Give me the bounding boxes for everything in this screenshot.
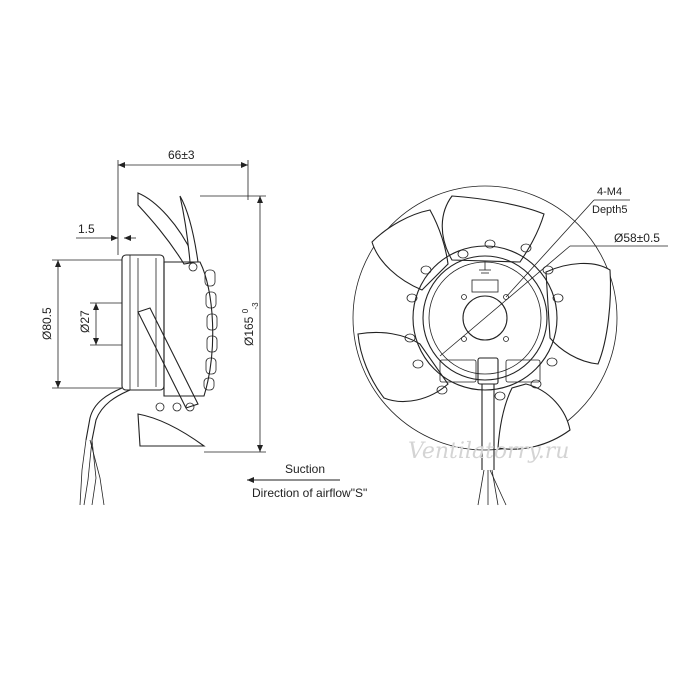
fan-outer-circle (352, 185, 618, 451)
mounting-holes (461, 294, 509, 342)
hub-plate (422, 255, 548, 381)
front-blade-4 (357, 331, 449, 403)
dim-width: 66±3 (168, 148, 195, 162)
rotor (163, 261, 214, 397)
side-cable (91, 389, 131, 441)
rotor-slots (203, 269, 218, 391)
suction-label: Suction (285, 462, 325, 476)
side-blade-bottom (137, 413, 206, 447)
label-plate (471, 279, 499, 293)
dim-body-diameter: Ø80.5 (40, 307, 54, 340)
front-blade-2 (545, 262, 612, 365)
side-blade-top (137, 192, 197, 265)
watermark: Ventilatorry.ru (408, 439, 569, 464)
airflow-direction-label: Direction of airflow"S" (252, 486, 367, 500)
dim-bolt-circle: Ø58±0.5 (614, 231, 660, 245)
side-view: 66±3 1.5 Ø80.5 Ø27 Ø165 0 -3 Suction Dir… (40, 148, 367, 506)
dim-hub-diameter: Ø27 (78, 310, 92, 333)
dim-overall-diameter: Ø165 0 -3 (237, 302, 260, 346)
front-blade-1 (441, 195, 545, 263)
center-bore (462, 295, 508, 341)
front-view: Ø58±0.5 4-M4 Depth5 (352, 185, 668, 506)
ground-symbol-icon (479, 262, 491, 274)
front-blade-5 (371, 209, 449, 291)
hub-bosses (404, 239, 564, 401)
front-blade-3 (497, 383, 571, 450)
hub-outer-ring (412, 245, 558, 391)
mount-thread-label: 4-M4 (597, 186, 622, 198)
mount-depth-label: Depth5 (592, 204, 627, 216)
dim-offset: 1.5 (78, 222, 95, 236)
cable-gland (477, 357, 499, 385)
